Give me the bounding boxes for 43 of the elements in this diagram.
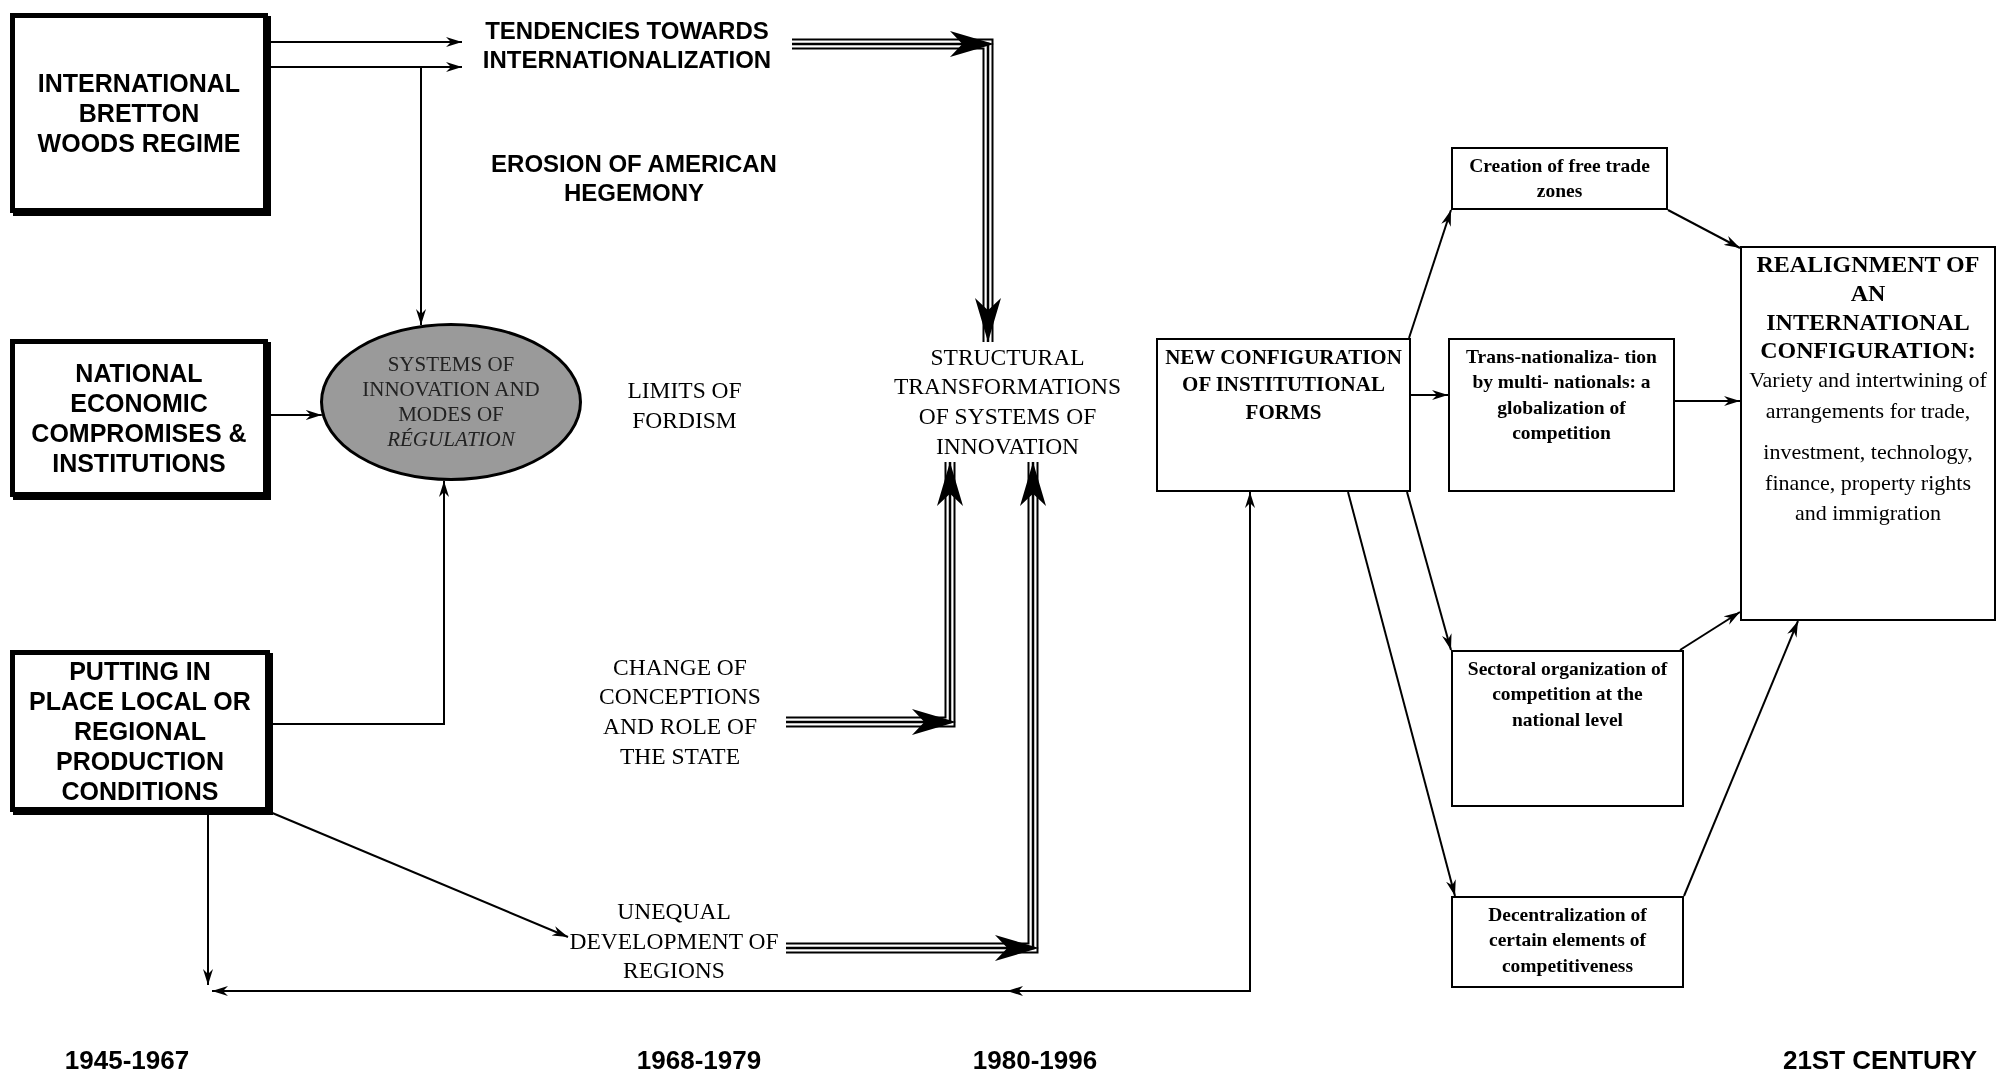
process-box	[10, 13, 268, 213]
box-text: Trans-nationaliza- tion by multi- nationals: a globalization of competition	[1465, 345, 1658, 446]
box-text: Decentralization of certain elements of competitiveness	[1487, 903, 1648, 978]
arrow	[1410, 390, 1449, 400]
arrow	[1679, 611, 1741, 651]
node-label: STRUCTURAL TRANSFORMATIONS OF SYSTEMS OF INNOVATION	[893, 342, 1122, 462]
process-box	[1451, 147, 1668, 210]
box-text: SYSTEMS OF INNOVATION AND MODES OF RÉGULATION	[361, 351, 541, 453]
node-label: CHANGE OF CONCEPTIONS AND ROLE OF THE STATE	[580, 653, 780, 771]
period-label: 1968-1979	[635, 1045, 763, 1076]
text-label: EROSION OF AMERICAN HEGEMONY	[490, 150, 778, 208]
arrow	[1347, 491, 1456, 897]
process-box	[10, 339, 268, 497]
arrow	[1667, 209, 1741, 249]
process-box	[1451, 650, 1684, 807]
arrow	[1408, 209, 1452, 339]
period-label: 21ST CENTURY	[1781, 1045, 1979, 1076]
period-label: 1945-1967	[63, 1045, 191, 1076]
arrow	[1683, 620, 1799, 897]
box-text: NATIONAL ECONOMIC COMPROMISES & INSTITUTIONS	[30, 358, 248, 478]
process-box	[1451, 896, 1684, 988]
arrow	[1674, 396, 1741, 406]
triple-line-arrow	[786, 462, 963, 735]
process-box	[1156, 338, 1411, 492]
box-text: Sectoral organization of competition at the national level	[1466, 657, 1669, 732]
arrow	[1406, 491, 1452, 651]
box-text: INTERNATIONAL BRETTON WOODS REGIME	[36, 68, 242, 158]
box-text: Creation of free trade zones	[1468, 154, 1651, 204]
box-text: Variety and intertwining of arrangements for trade,	[1748, 366, 1988, 425]
box-text: PUTTING IN PLACE LOCAL OR REGIONAL PRODUCTION CONDITIONS	[28, 656, 252, 806]
node-label: UNEQUAL DEVELOPMENT OF REGIONS	[568, 899, 780, 984]
process-box	[1740, 246, 1996, 621]
text-label: LIMITS OF FORDISM	[626, 376, 743, 435]
triple-line-arrow	[792, 31, 1001, 342]
process-box	[10, 650, 270, 812]
triple-line-arrow	[786, 462, 1046, 961]
period-label: 1980-1996	[971, 1045, 1099, 1076]
node-label: TENDENCIES TOWARDS INTERNATIONALIZATION	[462, 15, 792, 77]
box-heading: REALIGNMENT OF AN INTERNATIONAL CONFIGURATION:	[1755, 250, 1981, 366]
box-text: NEW CONFIGURATION OF INSTITUTIONAL FORMS	[1164, 344, 1403, 426]
process-box	[1448, 338, 1675, 492]
arrow	[211, 491, 1255, 996]
box-text: investment, technology, finance, property rights and immigration	[1762, 437, 1974, 528]
